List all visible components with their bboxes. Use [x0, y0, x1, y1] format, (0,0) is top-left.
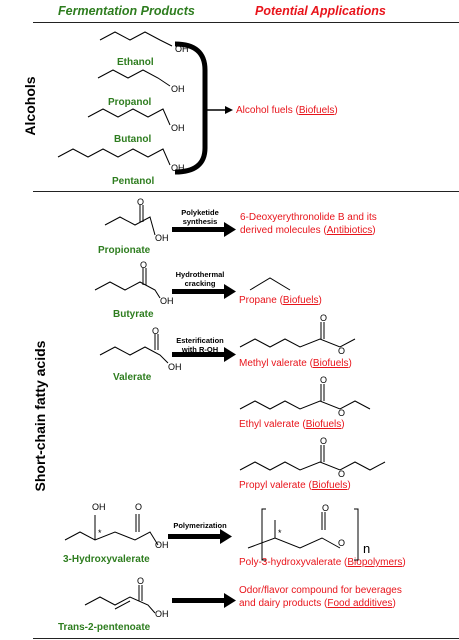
divider-top	[33, 22, 459, 23]
o-methyl-ester: O	[338, 346, 346, 356]
propane-structure	[249, 277, 291, 291]
name-trans-2-pentenoate: Trans-2-pentenoate	[58, 622, 151, 633]
o-polymer-ester: O	[338, 538, 346, 548]
oh-valerate: OH	[168, 362, 182, 372]
name-propanol: Propanol	[108, 97, 152, 108]
propanol-structure	[97, 69, 171, 87]
o-ethyl-top: O	[320, 375, 328, 385]
app-poly-3-hydroxyvalerate: Poly-3-hydroxyvalerate (Biopolymers)	[239, 557, 406, 568]
name-butanol: Butanol	[114, 134, 152, 145]
oh-butyrate: OH	[160, 296, 174, 306]
ethyl-valerate-structure	[239, 384, 371, 410]
app-propyl-valerate: Propyl valerate (Biofuels)	[239, 480, 351, 491]
polymer-n-subscript: n	[363, 541, 371, 556]
reaction-polymerization: Polymerization	[173, 521, 227, 530]
propionate-structure	[104, 205, 156, 236]
star-hydroxyvalerate: *	[98, 528, 102, 538]
oh-propionate: OH	[155, 233, 169, 243]
pentenoate-structure	[84, 585, 156, 614]
methyl-valerate-structure	[239, 322, 356, 348]
butyrate-structure	[94, 268, 161, 299]
alcohols-arrow-head	[225, 106, 233, 114]
name-pentanol: Pentanol	[112, 176, 155, 187]
hydroxyvalerate-structure	[64, 514, 159, 546]
app-valerate-methyl: Methyl valerate (Biofuels)	[239, 358, 352, 369]
header-fermentation-products: Fermentation Products	[58, 4, 195, 18]
oh-label-ethanol: OH	[175, 44, 189, 54]
o-butyrate: O	[140, 260, 148, 270]
o-propyl-top: O	[320, 436, 328, 446]
name-butyrate: Butyrate	[113, 309, 154, 320]
oh-top-hydroxyvalerate: OH	[92, 502, 106, 512]
name-3-hydroxyvalerate: 3-Hydroxyvalerate	[63, 554, 150, 565]
valerate-structure	[99, 334, 169, 364]
oh-pentenoate: OH	[155, 609, 169, 619]
oh-label-pentanol: OH	[171, 163, 185, 173]
app-butyrate: Propane (Biofuels)	[239, 295, 322, 306]
o-polymer-top: O	[322, 503, 330, 513]
arrow-valerate	[224, 347, 236, 362]
name-valerate: Valerate	[113, 372, 152, 383]
name-propionate: Propionate	[98, 245, 151, 256]
divider-bottom	[33, 638, 459, 639]
header-potential-applications: Potential Applications	[255, 4, 386, 18]
o-ethyl-ester: O	[338, 408, 346, 418]
arrow-hydroxyvalerate	[220, 529, 232, 544]
o-propionate: O	[137, 197, 145, 207]
oh-hydroxyvalerate: OH	[155, 540, 169, 550]
pentanol-structure	[57, 148, 171, 166]
oh-label-propanol: OH	[171, 84, 185, 94]
o-hydroxyvalerate: O	[135, 502, 143, 512]
butanol-structure	[87, 108, 171, 126]
o-valerate: O	[152, 326, 160, 336]
app-alcohol-fuels: Alcohol fuels (Biofuels)	[236, 105, 338, 116]
ethanol-structure	[99, 31, 173, 47]
star-polymer: *	[278, 528, 282, 538]
oh-label-butanol: OH	[171, 123, 185, 133]
arrow-propionate	[224, 222, 236, 237]
divider-middle	[33, 191, 459, 192]
propyl-valerate-structure	[239, 445, 386, 471]
alcohols-bracket	[174, 41, 208, 175]
polymer-structure	[247, 508, 359, 561]
o-pentenoate: O	[137, 576, 145, 586]
app-ethyl-valerate: Ethyl valerate (Biofuels)	[239, 419, 345, 430]
arrow-pentenoate	[224, 593, 236, 608]
o-methyl-top: O	[320, 313, 328, 323]
name-ethanol: Ethanol	[117, 57, 154, 68]
o-propyl-ester: O	[338, 469, 346, 479]
arrow-butyrate	[224, 284, 236, 299]
